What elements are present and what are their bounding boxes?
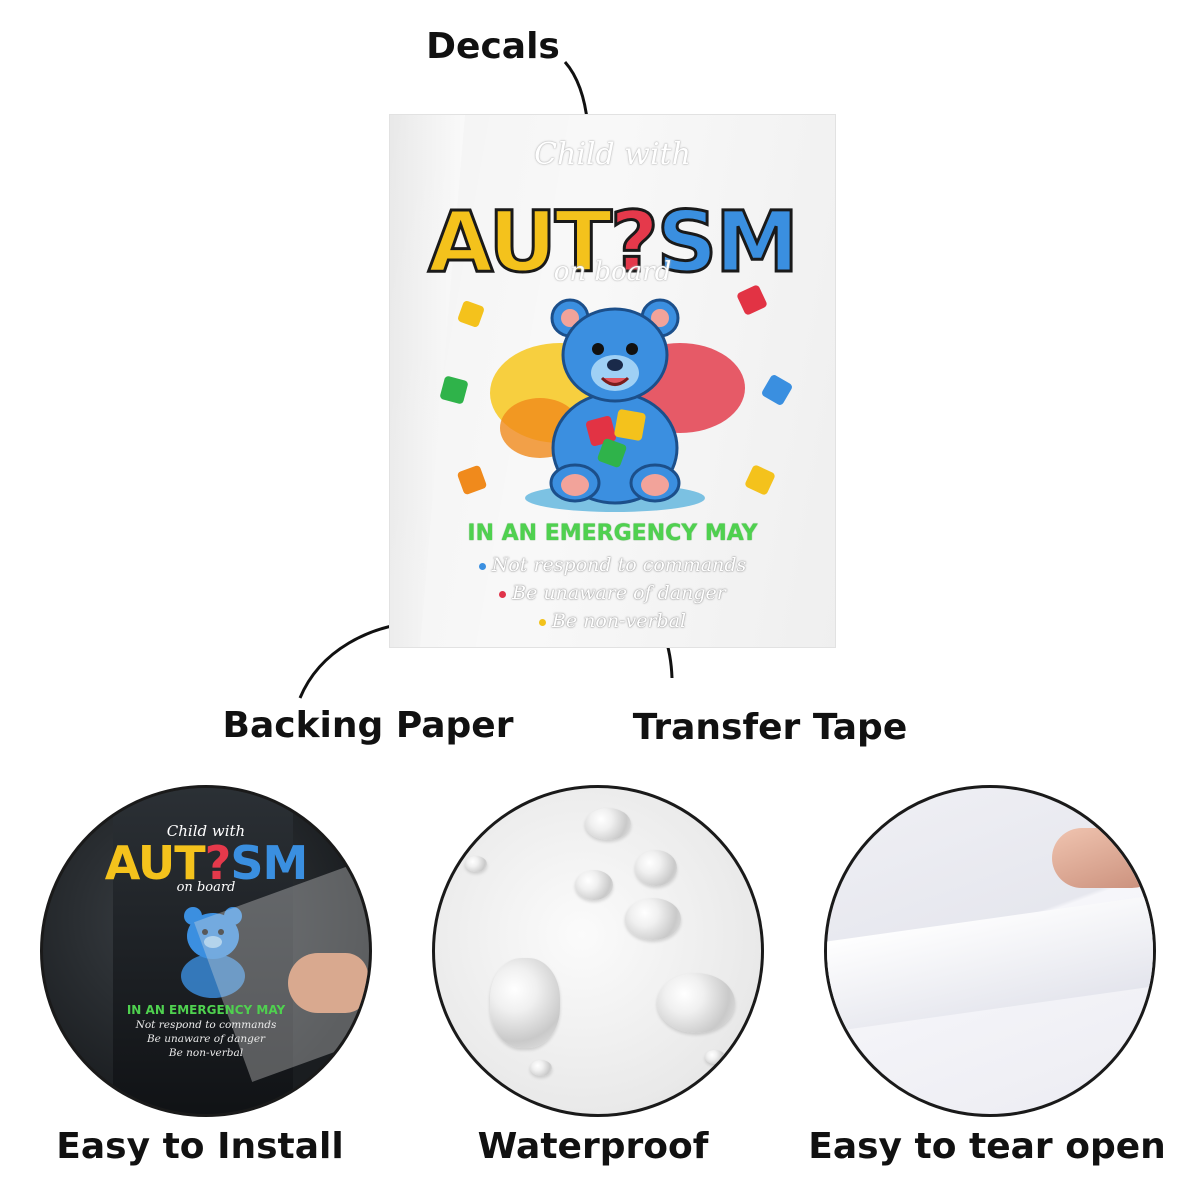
puzzle-piece-icon — [737, 285, 767, 315]
bullet-text: Not respond to commands — [491, 554, 747, 576]
puzzle-piece-icon — [440, 376, 468, 404]
decal-bullet: Not respond to commands — [390, 551, 835, 579]
decal-bullet-list: Not respond to commands Be unaware of da… — [390, 551, 835, 635]
bullet-text: Be unaware of danger — [512, 582, 726, 604]
bullet-dot-icon — [499, 590, 507, 598]
decal-word-part: AUT — [427, 192, 614, 293]
caption-easy-install: Easy to Install — [56, 1126, 344, 1167]
mini-word-part: AUT — [104, 836, 206, 890]
water-drop — [490, 958, 560, 1048]
bullet-dot-icon — [478, 562, 486, 570]
bullet-dot-icon — [538, 618, 546, 626]
bullet-text: Be non-verbal — [551, 610, 687, 632]
hand — [288, 953, 368, 1013]
feature-photo-tear-open — [824, 785, 1156, 1117]
decal-line-on-board: on board — [553, 257, 672, 287]
water-drop — [625, 898, 681, 940]
water-drop — [635, 850, 677, 886]
decal-line-child-with: Child with — [534, 137, 691, 172]
caption-waterproof: Waterproof — [477, 1126, 709, 1167]
mini-bear-icon — [181, 907, 245, 998]
puzzle-piece-icon — [457, 465, 487, 495]
fingers — [1052, 828, 1153, 888]
caption-tear-open: Easy to tear open — [808, 1126, 1166, 1167]
water-drop — [585, 808, 631, 840]
puzzle-piece-icon — [745, 465, 775, 495]
mini-bullet: Be non-verbal — [168, 1047, 244, 1059]
mini-word-end: SM — [230, 836, 308, 890]
backing-paper-label: Backing Paper — [222, 705, 514, 746]
mini-line-child-with: Child with — [166, 822, 246, 840]
feature-photo-install: Child with AUT?SM on board IN AN EMERGEN… — [40, 785, 372, 1117]
decal-sheet: Child with AUT?SM on board — [390, 115, 835, 647]
decal-bullet: Be unaware of danger — [390, 579, 835, 607]
peeled-layer — [827, 891, 1153, 1035]
mini-ribbon-icon: ? — [204, 836, 232, 890]
mini-bullet: Be unaware of danger — [146, 1033, 266, 1045]
puzzle-piece-icon — [458, 301, 484, 327]
water-drop — [575, 870, 613, 900]
decals-label: Decals — [426, 26, 560, 67]
mini-emergency-heading: IN AN EMERGENCY MAY — [126, 1003, 286, 1017]
water-drop — [530, 1060, 552, 1076]
water-drop — [657, 973, 735, 1033]
water-drop — [465, 856, 487, 872]
water-drop — [705, 1050, 725, 1064]
decal-word-end: SM — [655, 192, 800, 293]
mini-autism-word: AUT?SM — [104, 836, 309, 890]
transfer-tape-label: Transfer Tape — [632, 707, 908, 748]
decal-emergency-heading: IN AN EMERGENCY MAY — [467, 521, 758, 546]
mini-line-on-board: on board — [176, 880, 236, 895]
mini-bullet: Not respond to commands — [135, 1019, 277, 1031]
feature-photo-waterproof — [432, 785, 764, 1117]
ribbon-icon: ? — [609, 192, 661, 293]
decal-bullet: Be non-verbal — [390, 607, 835, 635]
puzzle-piece-icon — [762, 375, 792, 405]
decal-autism-word: AUT?SM — [427, 192, 801, 293]
bear-illustration — [440, 285, 792, 512]
